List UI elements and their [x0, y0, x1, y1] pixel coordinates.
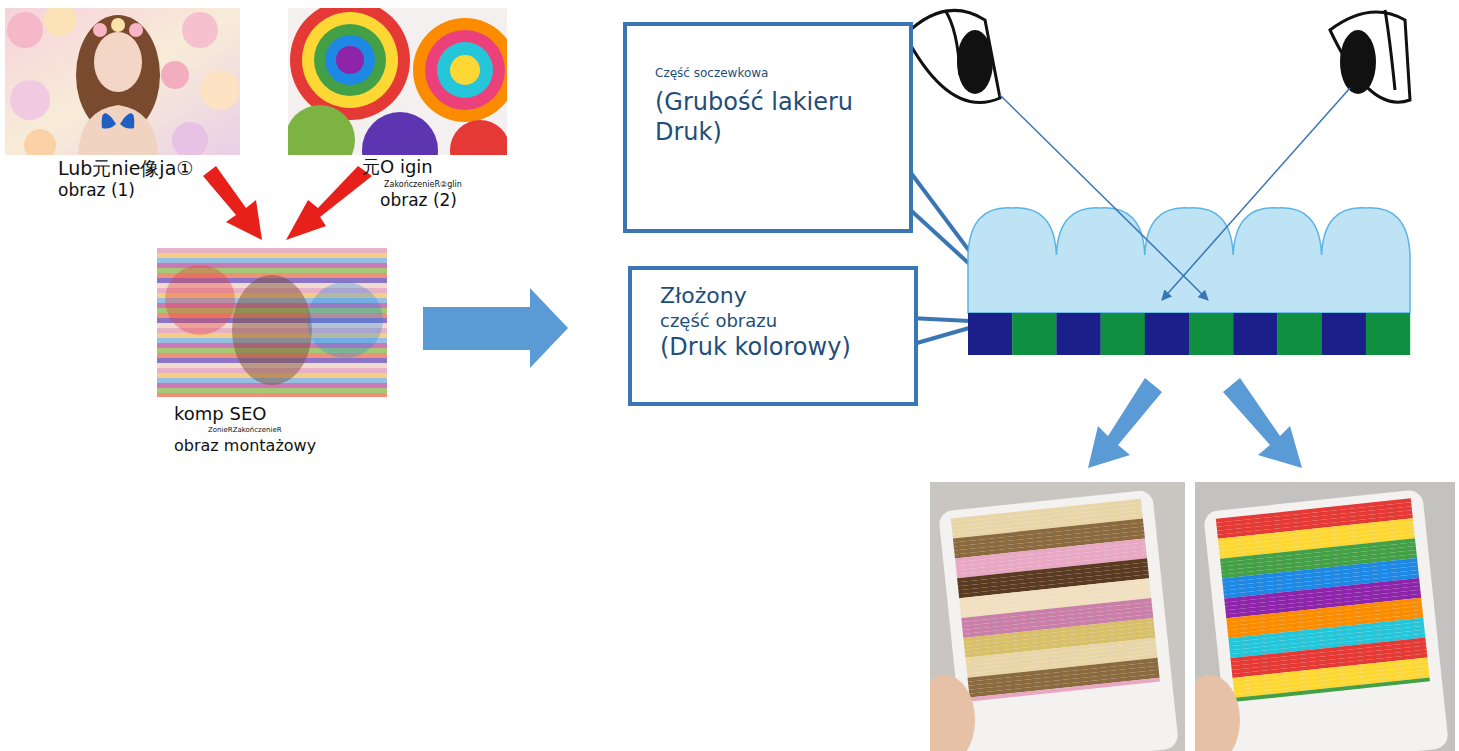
- photo-roses: [288, 8, 507, 155]
- callout-text: (Druk kolorowy): [660, 332, 900, 362]
- image-label: obraz (1): [58, 181, 135, 201]
- composite-image: [157, 248, 387, 397]
- flow-arrow: [423, 288, 568, 368]
- image-label: ZakończenieR②glin: [384, 180, 462, 189]
- image-label: ZonieRZakończenieR: [208, 426, 282, 434]
- photo-view-left: [930, 482, 1185, 751]
- sight-line: [1162, 88, 1350, 300]
- photo-woman: [5, 8, 240, 155]
- eye-right: [1330, 10, 1410, 102]
- result-arrow: [1088, 378, 1162, 468]
- eye-left: [905, 10, 1000, 103]
- image-label: 元O igin: [362, 157, 433, 178]
- color-strip: [968, 313, 1410, 355]
- image-label: Lub元nie像ja①: [58, 158, 193, 180]
- callout-text: Złożony: [660, 282, 900, 310]
- callout-text: (Grubość lakieru Druk): [655, 87, 885, 147]
- photo-view-right: [1195, 482, 1455, 751]
- image-label: komp SEO: [174, 404, 266, 425]
- red-arrows: [203, 166, 372, 240]
- result-arrow: [1223, 378, 1302, 468]
- lens-cross-section: [968, 208, 1410, 313]
- image-label: obraz montażowy: [174, 437, 316, 455]
- image-label: obraz (2): [380, 191, 457, 211]
- sight-line: [1000, 95, 1208, 300]
- callout-text: część obrazu: [660, 310, 900, 333]
- callout-text: Część soczewkowa: [655, 66, 895, 81]
- callout-box: Złożonyczęść obrazu(Druk kolorowy): [628, 266, 918, 406]
- callout-box: Część soczewkowa (Grubość lakieru Druk): [623, 22, 913, 233]
